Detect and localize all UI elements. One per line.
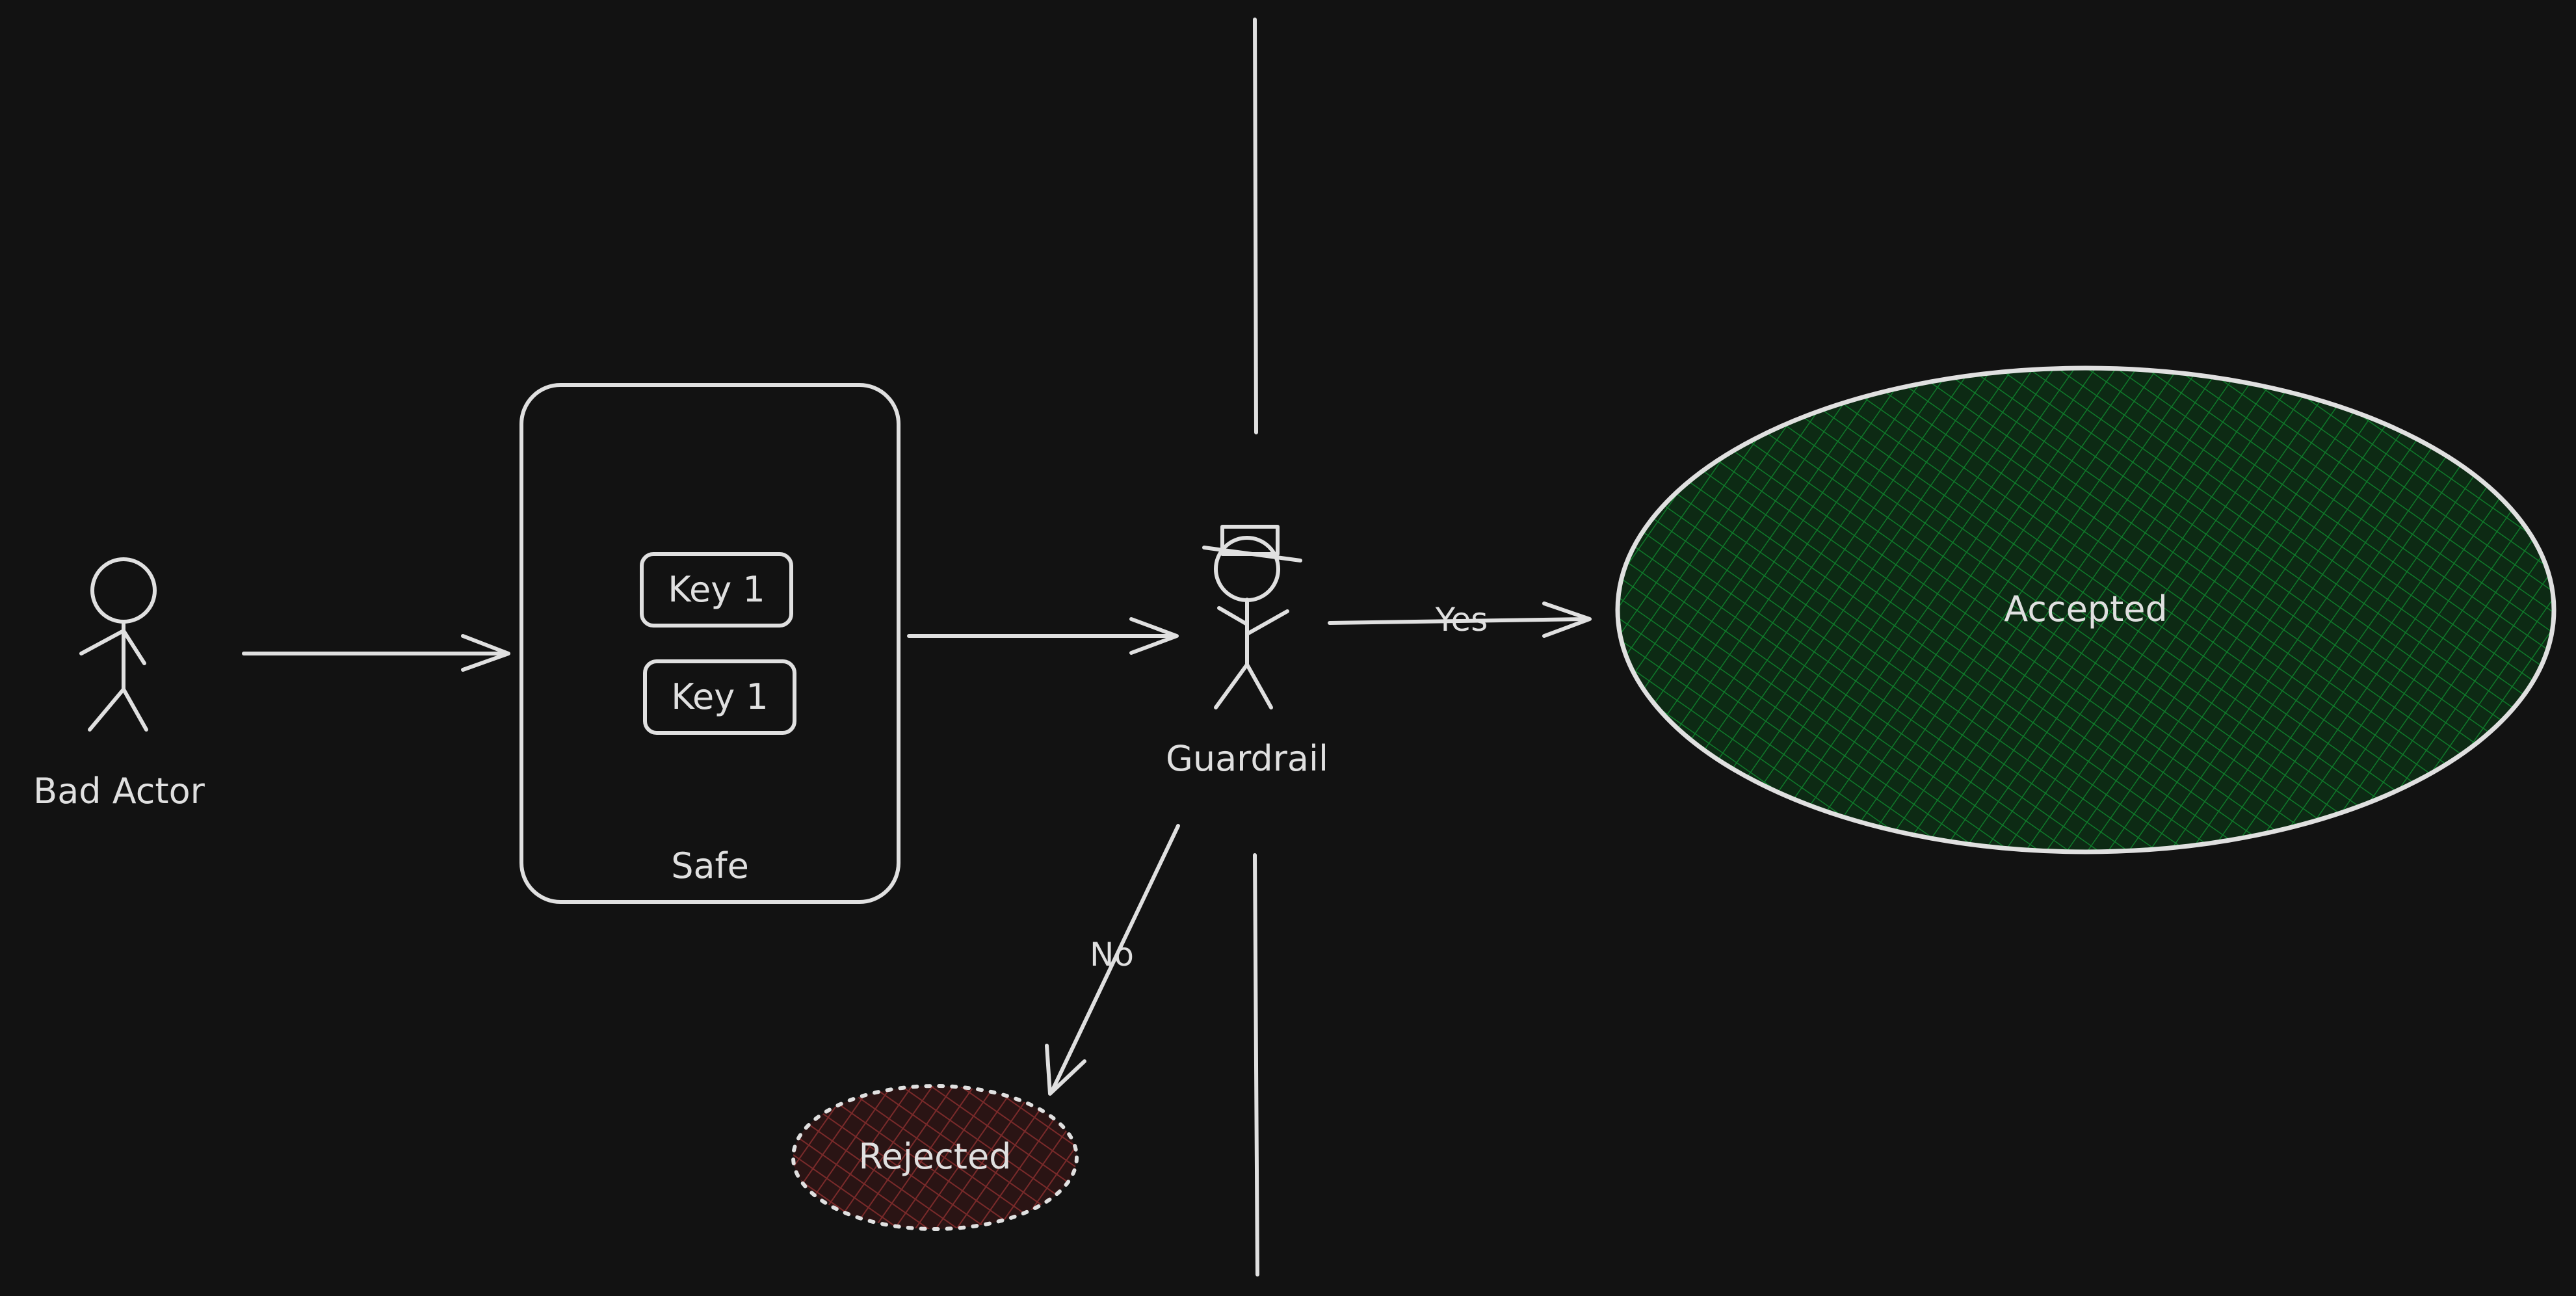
- arrow-yes: [1328, 602, 1592, 638]
- arrow-to-guardrail: [907, 617, 1179, 655]
- arrow-to-safe: [242, 634, 510, 672]
- boundary-line-bottom: [1253, 853, 1259, 1276]
- yes-label: Yes: [1435, 601, 1488, 639]
- boundary-line-top: [1253, 18, 1258, 434]
- bad-actor-label: Bad Actor: [33, 771, 205, 812]
- guardrail-label: Guardrail: [1166, 738, 1328, 779]
- no-label: No: [1090, 936, 1134, 973]
- rejected-ellipse: [791, 1084, 1079, 1231]
- safe-label: Safe: [671, 845, 749, 886]
- accepted-label: Accepted: [2004, 588, 2168, 629]
- accepted-ellipse: [1615, 365, 2556, 854]
- key-box-top: [640, 552, 793, 628]
- arrow-no: [1045, 824, 1180, 1096]
- key-label-top: Key 1: [668, 569, 765, 610]
- key-box-bottom: [643, 659, 796, 735]
- safe-container: [519, 383, 900, 904]
- stick-figure-icon: [79, 557, 157, 732]
- rejected-label: Rejected: [859, 1136, 1012, 1177]
- stick-figure-with-hat-icon: [1202, 525, 1302, 709]
- key-label-bottom: Key 1: [671, 676, 768, 717]
